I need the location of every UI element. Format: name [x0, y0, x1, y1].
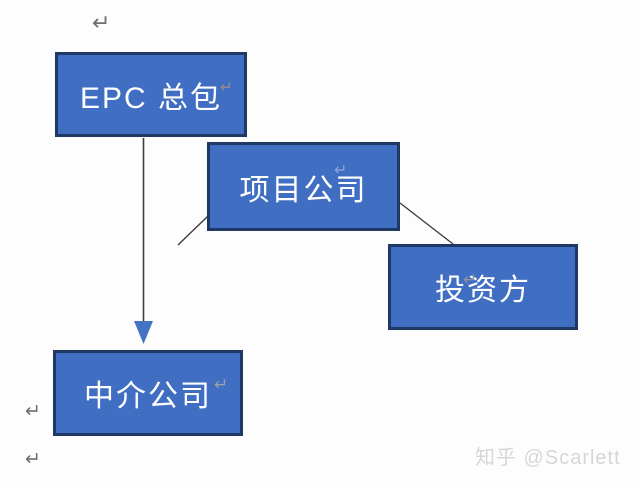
node-agency-company-label: 中介公司 [84, 380, 212, 413]
paragraph-return-icon: ↵ [334, 162, 348, 179]
connector-project-lowerleft-line [177, 215, 209, 246]
paragraph-return-icon: ↵ [25, 401, 41, 422]
node-investor: 投资方 [388, 244, 578, 330]
paragraph-return-icon: ↵ [92, 10, 111, 35]
node-project-company-label: 项目公司 [239, 173, 368, 207]
node-agency-company: 中介公司 [53, 350, 243, 436]
paragraph-return-icon: ↵ [214, 375, 229, 394]
node-epc-contractor: EPC 总包 [55, 52, 247, 137]
watermark: 知乎 @Scarlett [475, 447, 621, 469]
connector-epc-to-agency-arrowhead-icon [134, 321, 153, 344]
node-project-company: 项目公司 [207, 142, 400, 231]
paragraph-return-icon: ↵ [220, 79, 233, 96]
node-epc-contractor-label: EPC 总包 [79, 81, 223, 115]
connector-project-to-investor-line [399, 202, 454, 245]
paragraph-return-icon: ↵ [463, 270, 478, 289]
paragraph-return-icon: ↵ [25, 449, 41, 470]
node-investor-label: 投资方 [435, 274, 531, 307]
